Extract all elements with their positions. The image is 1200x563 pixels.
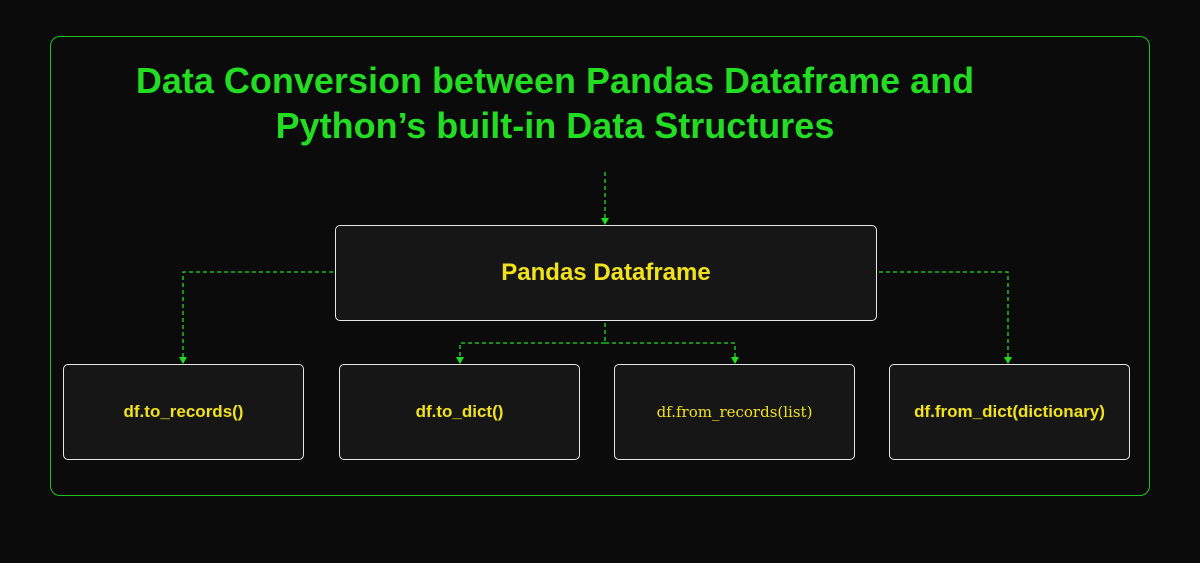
node-to-dict: df.to_dict() — [339, 364, 580, 460]
arrowhead-from-dict — [1004, 357, 1012, 364]
arrowhead-from-records — [731, 357, 739, 364]
arrowhead-dataframe — [601, 218, 609, 225]
node-pandas-dataframe-label: Pandas Dataframe — [501, 259, 711, 286]
node-from-records-label: df.from_records(list) — [656, 403, 813, 421]
diagram-frame — [50, 36, 1150, 496]
node-to-records: df.to_records() — [63, 364, 304, 460]
arrowhead-to-dict — [456, 357, 464, 364]
node-from-records: df.from_records(list) — [614, 364, 855, 460]
node-from-dict: df.from_dict(dictionary) — [889, 364, 1130, 460]
node-pandas-dataframe: Pandas Dataframe — [335, 225, 877, 321]
node-to-records-label: df.to_records() — [123, 402, 244, 421]
arrow-split-to-from-records — [605, 342, 736, 357]
diagram-title: Data Conversion between Pandas Dataframe… — [50, 58, 1060, 148]
node-to-dict-label: df.to_dict() — [415, 402, 504, 421]
arrowheads — [179, 218, 1012, 364]
arrowhead-to-records — [179, 357, 187, 364]
title-line-1: Data Conversion between Pandas Dataframe… — [135, 60, 975, 101]
arrow-split-to-to-dict — [459, 342, 605, 357]
title-line-2: Python’s built-in Data Structures — [275, 105, 835, 146]
node-from-dict-label: df.from_dict(dictionary) — [914, 402, 1105, 421]
arrow-dataframe-to-from-dict — [879, 271, 1009, 357]
arrow-dataframe-to-to-records — [182, 271, 333, 357]
